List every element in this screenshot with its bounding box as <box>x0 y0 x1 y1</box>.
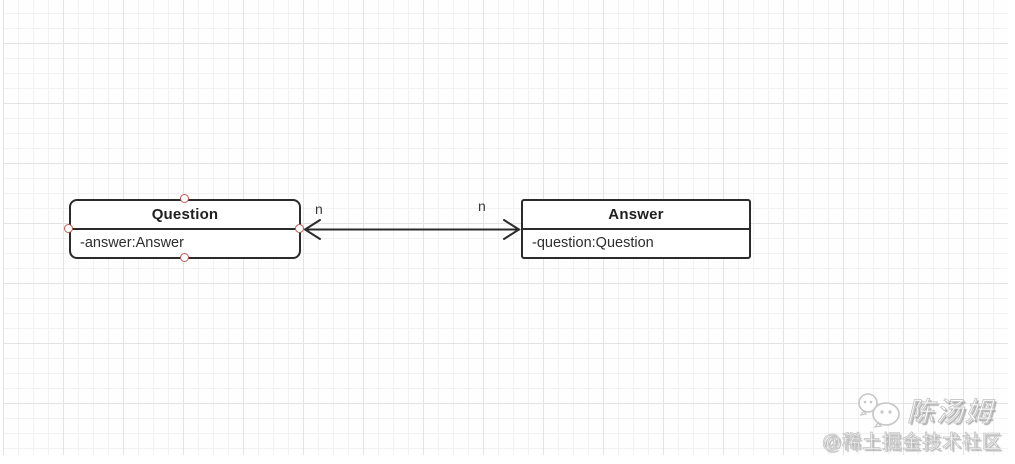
connection-handle-left[interactable] <box>64 224 73 233</box>
class-title: Question <box>71 201 299 230</box>
multiplicity-label-target[interactable]: n <box>478 198 486 214</box>
connection-handle-bottom[interactable] <box>180 253 189 262</box>
class-node-answer[interactable]: Answer -question:Question <box>521 199 751 259</box>
class-attribute: -question:Question <box>532 235 654 251</box>
connection-handle-top[interactable] <box>180 194 189 203</box>
class-attribute: -answer:Answer <box>80 235 184 251</box>
multiplicity-label-source[interactable]: n <box>315 201 323 217</box>
connection-handle-right[interactable] <box>295 224 304 233</box>
class-title: Answer <box>523 201 749 230</box>
class-node-question[interactable]: Question -answer:Answer <box>69 199 301 259</box>
